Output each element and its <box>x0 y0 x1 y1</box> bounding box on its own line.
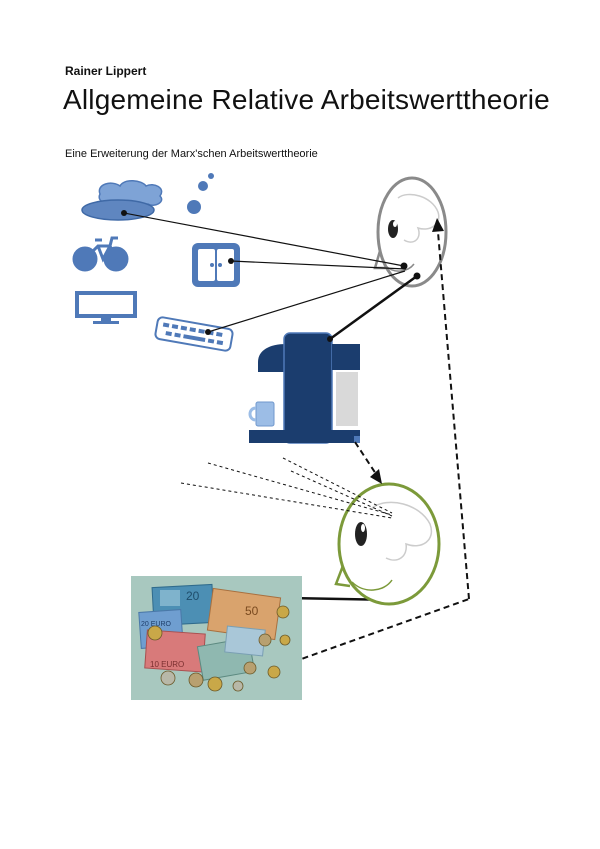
dashed-lines <box>180 231 470 663</box>
bicycle-icon <box>72 236 129 272</box>
svg-text:50: 50 <box>245 604 259 618</box>
cup-icon <box>248 401 275 427</box>
coffee-machine-icon <box>249 332 360 444</box>
monitor-icon <box>75 291 137 324</box>
page-subtitle: Eine Erweiterung der Marx'schen Arbeitsw… <box>65 148 318 160</box>
keyboard-icon <box>154 316 234 352</box>
euro-money-photo: 20 50 20 EURO 10 EURO <box>131 576 302 700</box>
connection-lines <box>123 212 418 602</box>
thought-cloud-icon <box>81 173 214 221</box>
page-title: Allgemeine Relative Arbeitswerttheorie <box>63 84 550 115</box>
svg-text:20: 20 <box>186 589 200 603</box>
author-name: Rainer Lippert <box>65 64 147 78</box>
cabinet-icon <box>192 243 240 287</box>
svg-text:20 EURO: 20 EURO <box>141 621 172 628</box>
arrow-heads <box>370 218 444 484</box>
gray-head-icon <box>373 176 448 288</box>
green-head-icon <box>334 482 441 606</box>
svg-text:10 EURO: 10 EURO <box>150 660 184 669</box>
